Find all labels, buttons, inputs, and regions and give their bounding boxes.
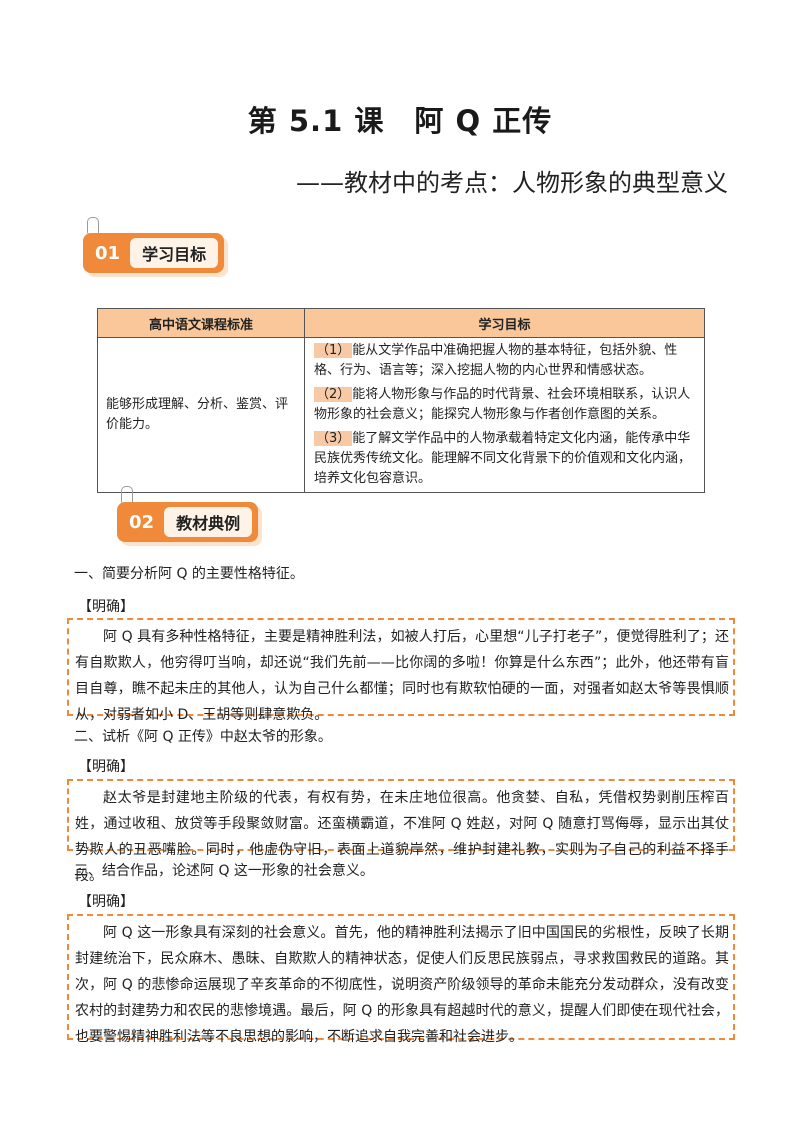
section-number: 01 [95, 242, 121, 264]
table-row: 能够形成理解、分析、鉴赏、评价能力。 （1）能从文学作品中准确把握人物的基本特征… [97, 337, 705, 493]
goal-text: 能从文学作品中准确把握人物的基本特征，包括外貌、性格、行为、语言等；深入挖掘人物… [314, 343, 678, 378]
section-label: 教材典例 [164, 507, 253, 537]
section-badge-goals: 01 学习目标 [83, 217, 225, 273]
standard-cell: 能够形成理解、分析、鉴赏、评价能力。 [97, 337, 305, 493]
page-title: 第 5.1 课 阿 Q 正传 [247, 104, 553, 138]
goals-cell: （1）能从文学作品中准确把握人物的基本特征，包括外貌、性格、行为、语言等；深入挖… [304, 337, 705, 493]
answer-box-3: 阿 Q 这一形象具有深刻的社会意义。首先，他的精神胜利法揭示了旧中国国民的劣根性… [67, 914, 735, 1045]
answer-box-1: 阿 Q 具有多种性格特征，主要是精神胜利法，如被人打后，心里想“儿子打老子”，便… [67, 618, 735, 723]
table-header-row: 高中语文课程标准 学习目标 [97, 308, 705, 338]
table-header-standard: 高中语文课程标准 [97, 308, 305, 338]
section-label: 学习目标 [130, 238, 219, 268]
section-number: 02 [129, 511, 155, 533]
answer-label-3: 【明确】 [78, 894, 134, 910]
goal-item: （1）能从文学作品中准确把握人物的基本特征，包括外貌、性格、行为、语言等；深入挖… [306, 339, 703, 383]
goal-number-tag: （1） [314, 343, 353, 358]
question-2: 二、试析《阿 Q 正传》中赵太爷的形象。 [74, 729, 332, 745]
goal-text: 能将人物形象与作品的时代背景、社会环境相联系，认识人物形象的社会意义；能探究人物… [314, 387, 691, 422]
goal-text: 能了解文学作品中的人物承载着特定文化内涵，能传承中华民族优秀传统文化。能理解不同… [314, 431, 692, 486]
goal-item: （3）能了解文学作品中的人物承载着特定文化内涵，能传承中华民族优秀传统文化。能理… [306, 427, 703, 491]
page-subtitle: ——教材中的考点：人物形象的典型意义 [296, 169, 728, 197]
section-badge-examples: 02 教材典例 [117, 486, 259, 542]
answer-label-1: 【明确】 [78, 599, 134, 615]
answer-label-2: 【明确】 [78, 759, 134, 775]
paperclip-icon [121, 486, 133, 503]
question-1: 一、简要分析阿 Q 的主要性格特征。 [74, 566, 304, 582]
goal-item: （2）能将人物形象与作品的时代背景、社会环境相联系，认识人物形象的社会意义；能探… [306, 383, 703, 427]
goal-number-tag: （3） [314, 431, 353, 446]
table-header-goals: 学习目标 [304, 308, 705, 338]
question-3: 三、结合作品，论述阿 Q 这一形象的社会意义。 [74, 863, 374, 879]
goals-table: 高中语文课程标准 学习目标 能够形成理解、分析、鉴赏、评价能力。 （1）能从文学… [97, 308, 705, 493]
goal-number-tag: （2） [314, 387, 353, 402]
answer-box-2: 赵太爷是封建地主阶级的代表，有权有势，在未庄地位很高。他贪婪、自私，凭借权势剥削… [67, 779, 735, 884]
paperclip-icon [87, 217, 99, 234]
